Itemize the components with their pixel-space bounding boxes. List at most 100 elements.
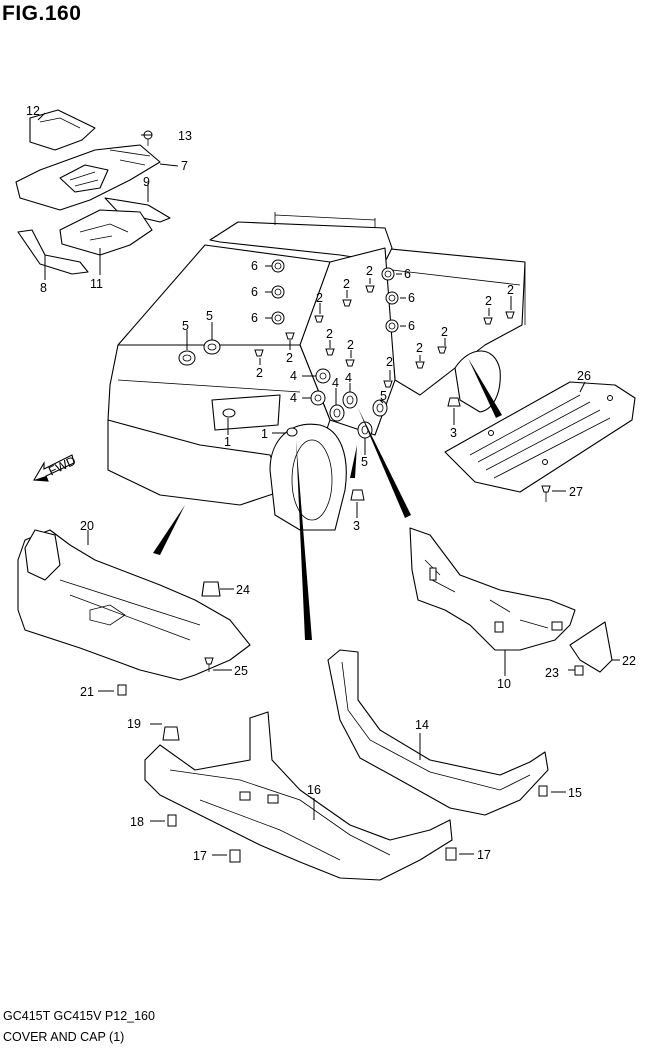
fwd-arrow-icon: FWD <box>33 454 78 482</box>
grommet-4-b[interactable] <box>310 390 326 406</box>
callout-8: 8 <box>40 281 47 295</box>
callout-6-c: 6 <box>251 311 258 325</box>
callout-4-c: 4 <box>332 376 339 390</box>
part-22-bracket[interactable] <box>569 621 613 673</box>
part-20-engine-cover[interactable] <box>17 529 251 681</box>
callout-25: 25 <box>234 664 248 678</box>
part-27-bolt[interactable] <box>541 485 551 502</box>
callout-5-c: 5 <box>361 455 368 469</box>
figure-title: FIG.160 <box>2 2 82 25</box>
callout-2-j: 2 <box>441 325 448 339</box>
clip-2-f[interactable] <box>325 348 335 356</box>
part-24-clip[interactable] <box>201 581 221 597</box>
callout-26: 26 <box>577 369 591 383</box>
part-21-bolt[interactable] <box>117 684 127 696</box>
callout-21: 21 <box>80 685 94 699</box>
grommet-6-e[interactable] <box>385 291 399 305</box>
callout-2-b: 2 <box>286 351 293 365</box>
callout-17-a: 17 <box>193 849 207 863</box>
callout-5-a: 5 <box>182 319 189 333</box>
callout-2-f: 2 <box>326 327 333 341</box>
clip-2-i[interactable] <box>415 361 425 369</box>
part-10-side-cover[interactable] <box>409 527 576 651</box>
callout-4-a: 4 <box>290 369 297 383</box>
truck-body <box>107 212 526 531</box>
callout-labels: 12 13 7 9 11 8 6 6 6 6 6 6 5 5 5 5 4 4 4… <box>26 104 636 863</box>
callout-23: 23 <box>545 666 559 680</box>
clip-2-d[interactable] <box>342 299 352 307</box>
grommet-6-a[interactable] <box>271 259 285 273</box>
pointer-arrows <box>153 358 502 640</box>
clip-2-b[interactable] <box>285 332 295 340</box>
part-17-bolt-b[interactable] <box>445 847 457 861</box>
part-7-upper-cover[interactable] <box>15 144 161 211</box>
clip-2-l[interactable] <box>505 311 515 319</box>
callout-2-c: 2 <box>316 291 323 305</box>
callout-1-a: 1 <box>224 435 231 449</box>
callout-2-g: 2 <box>347 338 354 352</box>
nut-3-b[interactable] <box>350 489 365 501</box>
callout-17-b: 17 <box>477 848 491 862</box>
callout-3-a: 3 <box>450 426 457 440</box>
model-line: GC415T GC415V P12_160 <box>3 1009 155 1023</box>
callout-19: 19 <box>127 717 141 731</box>
grommet-6-d[interactable] <box>381 267 395 281</box>
callout-2-e: 2 <box>366 264 373 278</box>
callout-7: 7 <box>181 159 188 173</box>
callout-16: 16 <box>307 783 321 797</box>
callout-20: 20 <box>80 519 94 533</box>
part-9-bracket[interactable] <box>104 197 171 223</box>
part-14-frame-cover[interactable] <box>327 649 549 816</box>
clip-2-g[interactable] <box>345 359 355 367</box>
callout-15: 15 <box>568 786 582 800</box>
callout-6-a: 6 <box>251 259 258 273</box>
grommet-6-b[interactable] <box>271 285 285 299</box>
part-15-bolt[interactable] <box>538 785 548 797</box>
callout-18: 18 <box>130 815 144 829</box>
grommet-1-a[interactable] <box>222 408 236 418</box>
footer: GC415T GC415V P12_160 COVER AND CAP (1) <box>3 1006 155 1048</box>
nut-3-a[interactable] <box>447 397 461 407</box>
callout-14: 14 <box>415 718 429 732</box>
clip-2-c[interactable] <box>314 315 324 323</box>
part-23-bolt[interactable] <box>574 665 584 676</box>
callout-6-f: 6 <box>408 319 415 333</box>
grommet-5-b[interactable] <box>203 339 221 355</box>
callout-27: 27 <box>569 485 583 499</box>
part-12-cover[interactable] <box>29 109 96 151</box>
grommet-4-d[interactable] <box>342 391 358 409</box>
callout-5-b: 5 <box>206 309 213 323</box>
clip-2-h[interactable] <box>383 380 393 388</box>
part-25-bolt[interactable] <box>204 657 214 672</box>
fwd-label: FWD <box>46 454 78 479</box>
clip-2-a[interactable] <box>254 349 264 357</box>
figure-description: COVER AND CAP (1) <box>3 1030 125 1044</box>
callout-2-k: 2 <box>485 294 492 308</box>
callout-2-d: 2 <box>343 277 350 291</box>
part-13-bolt[interactable] <box>143 130 153 146</box>
grommet-4-a[interactable] <box>315 368 331 384</box>
grommet-5-d[interactable] <box>372 399 388 417</box>
grommet-1-b[interactable] <box>286 427 298 437</box>
callout-2-l: 2 <box>507 283 514 297</box>
part-18-bolt[interactable] <box>167 814 177 827</box>
callout-1-b: 1 <box>261 427 268 441</box>
part-26-bed-cover[interactable] <box>444 381 636 493</box>
clip-2-j[interactable] <box>437 346 447 354</box>
clip-2-k[interactable] <box>483 317 493 325</box>
part-16-skid-plate[interactable] <box>144 711 453 881</box>
clip-2-e[interactable] <box>365 285 375 293</box>
callout-5-d: 5 <box>380 389 387 403</box>
grommet-6-f[interactable] <box>385 319 399 333</box>
grommet-5-a[interactable] <box>178 350 196 366</box>
part-11-lower-cover[interactable] <box>59 209 153 256</box>
grommet-6-c[interactable] <box>271 311 285 325</box>
callout-12: 12 <box>26 104 40 118</box>
callout-2-i: 2 <box>416 341 423 355</box>
part-17-bolt-a[interactable] <box>229 849 241 863</box>
grommet-4-c[interactable] <box>329 404 345 422</box>
callout-6-b: 6 <box>251 285 258 299</box>
grommets-group <box>178 259 515 501</box>
callout-2-h: 2 <box>386 355 393 369</box>
